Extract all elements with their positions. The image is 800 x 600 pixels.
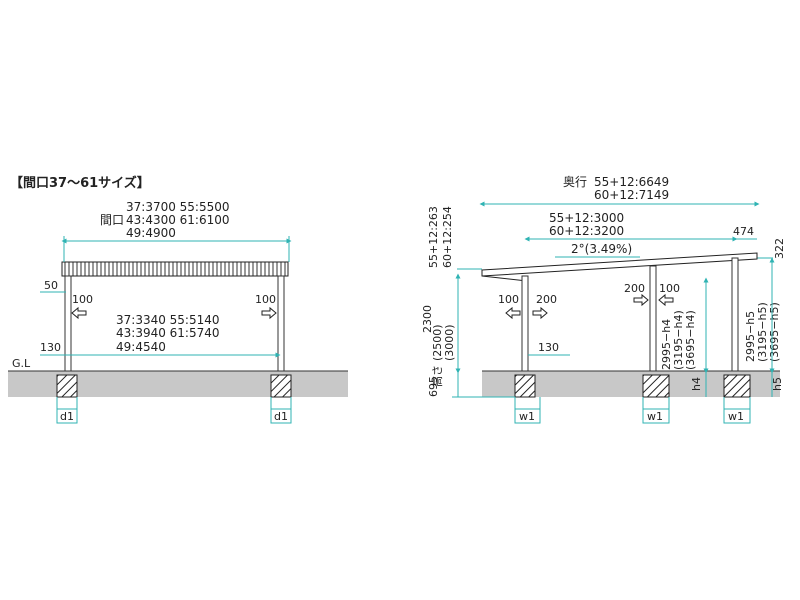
dim-100-a-label: 100: [498, 293, 519, 306]
d1-box-right: [270, 408, 292, 424]
hollow-arrow-icon: [505, 306, 521, 320]
front-height-line2: 60+12:254: [441, 206, 454, 268]
hollow-arrow-icon: [71, 306, 87, 320]
w1-box-a: [514, 408, 541, 424]
height-line3: (3000): [443, 324, 456, 361]
depth-line2: 60+12:7149: [594, 188, 669, 202]
inner-line1: 37:3340 55:5140: [116, 313, 220, 327]
h4-line3: (3695−h4): [684, 310, 697, 370]
d1-right-label: d1: [274, 410, 288, 423]
roof-panel-left: [61, 261, 289, 277]
footing-right-b: [642, 374, 670, 398]
hollow-arrow-icon: [261, 306, 277, 320]
width-line3: 49:4900: [126, 226, 176, 240]
hollow-arrow-icon: [658, 293, 674, 307]
dim-100-right-label: 100: [255, 293, 276, 306]
post-left-b: [277, 275, 285, 372]
dim-695-label: 695: [427, 376, 440, 397]
roof-panel-right: [481, 252, 758, 277]
inner-line2: 43:3940 61:5740: [116, 326, 220, 340]
width-line2: 43:4300 61:6100: [126, 213, 230, 227]
width-line1: 37:3700 55:5500: [126, 200, 230, 214]
h4-label: h4: [690, 377, 703, 391]
depth-label: 奥行: [563, 175, 587, 189]
footing-right-a: [514, 374, 536, 398]
footing-left-a: [56, 374, 78, 398]
height-line1: 2300: [421, 305, 434, 333]
h5-line2: (3195−h5): [756, 302, 769, 362]
dim-322-label: 322: [773, 238, 786, 259]
front-height-line1: 55+12:263: [427, 206, 440, 268]
hollow-arrow-icon: [532, 306, 548, 320]
dim-50-label: 50: [44, 279, 58, 292]
right-view: 奥行 55+12:6649 60+12:7149 55+12:3000 60+1…: [421, 175, 786, 424]
depth-line1: 55+12:6649: [594, 175, 669, 189]
w1-box-c: [723, 408, 751, 424]
footing-right-c: [723, 374, 751, 398]
w1-b-label: w1: [647, 410, 663, 423]
post-right-c: [731, 257, 739, 372]
dim-100-left-label: 100: [72, 293, 93, 306]
dim-130-left-label: 130: [40, 341, 61, 354]
w1-c-label: w1: [728, 410, 744, 423]
h5-label: h5: [771, 377, 784, 391]
w1-a-label: w1: [519, 410, 535, 423]
dim-130-right-label: 130: [538, 341, 559, 354]
post-left-a: [64, 275, 72, 372]
left-view-title: 【間口37〜61サイズ】: [10, 175, 150, 191]
h5-line3: (3695−h5): [768, 302, 781, 362]
roof-brace: [481, 275, 528, 282]
dim-100-b-label: 100: [659, 282, 680, 295]
h4-line2: (3195−h4): [672, 310, 685, 370]
inner-line3: 49:4540: [116, 340, 166, 354]
dim-474-label: 474: [733, 225, 754, 238]
dim-200-a-label: 200: [536, 293, 557, 306]
w1-box-b: [642, 408, 670, 424]
left-view: 【間口37〜61サイズ】 G.L 37:3700 55:5500 間口 43:4…: [8, 175, 348, 424]
d1-left-label: d1: [60, 410, 74, 423]
gl-label: G.L: [12, 357, 31, 370]
height-label: 高さ: [430, 365, 444, 387]
slope-label: 2°(3.49%): [571, 242, 632, 256]
height-line2: (2500): [431, 324, 444, 361]
span-line2: 60+12:3200: [549, 224, 624, 238]
footing-left-b: [270, 374, 292, 398]
h4-line1: 2995−h4: [660, 319, 673, 370]
dim-200-b-label: 200: [624, 282, 645, 295]
post-right-b: [649, 265, 657, 372]
hollow-arrow-icon: [633, 293, 649, 307]
width-label: 間口: [100, 213, 124, 227]
post-right-a: [521, 275, 529, 372]
span-line1: 55+12:3000: [549, 211, 624, 225]
d1-box-left: [56, 408, 78, 424]
h5-line1: 2995−h5: [744, 311, 757, 362]
